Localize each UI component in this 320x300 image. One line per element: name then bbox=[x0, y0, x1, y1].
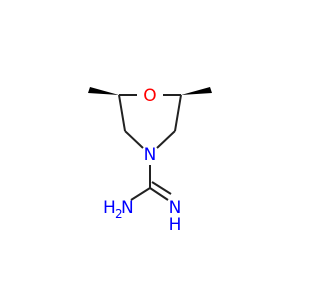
atom-label-ring-nitrogen: N bbox=[144, 145, 157, 165]
svg-text:N: N bbox=[169, 198, 182, 218]
atom-label-amine: H 2 N bbox=[103, 198, 134, 221]
wedge-bond-c2-methyl bbox=[88, 87, 119, 95]
bond-n4-c3 bbox=[124, 130, 144, 149]
svg-text:N: N bbox=[121, 198, 134, 218]
wedge-bond-c6-methyl bbox=[181, 87, 212, 95]
svg-text:2: 2 bbox=[115, 207, 123, 221]
bond-c5-n4 bbox=[156, 130, 176, 149]
svg-text:H: H bbox=[103, 198, 116, 218]
structure-diagram: O N H 2 N N H bbox=[88, 86, 212, 235]
double-bond-amidine-c-nh-b bbox=[151, 181, 172, 195]
bond-amidine-c-nh2 bbox=[130, 187, 151, 201]
atom-label-oxygen: O bbox=[143, 86, 156, 106]
svg-text:H: H bbox=[169, 215, 182, 235]
atom-label-imine: N H bbox=[169, 198, 182, 235]
bond-c6-c5 bbox=[174, 94, 182, 132]
double-bond-amidine-c-nh-a bbox=[149, 187, 169, 201]
bond-c3-c2 bbox=[118, 94, 126, 132]
